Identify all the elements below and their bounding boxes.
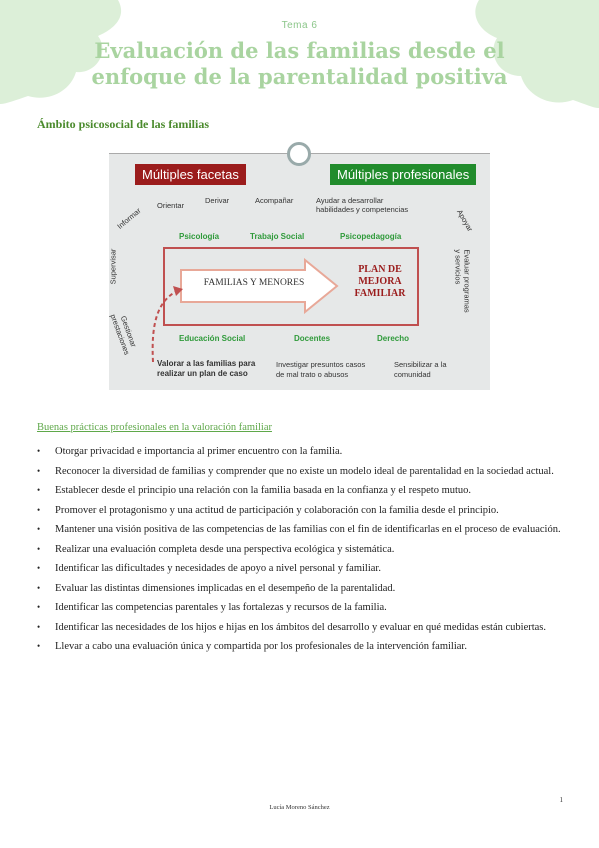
list-item: Identificar las dificultades y necesidad… [37, 559, 563, 579]
goal-investigar-line1: Investigar presuntos casos [276, 360, 366, 369]
facet-acompanar: Acompañar [255, 196, 294, 205]
subsection-title: Buenas prácticas profesionales en la val… [37, 422, 272, 433]
goal-sensibilizar-line2: comunidad [394, 370, 431, 379]
list-item: Llevar a cabo una evaluación única y com… [37, 637, 563, 657]
list-item: Reconocer la diversidad de familias y co… [37, 462, 563, 482]
page-number: 1 [559, 796, 564, 804]
practices-list: Otorgar privacidad e importancia al prim… [37, 442, 563, 657]
author-footer: Lucía Moreno Sánchez [269, 804, 330, 811]
title-line-1: Evaluación de las familias desde el [94, 38, 505, 63]
plan-line3: FAMILIAR [354, 288, 406, 299]
dashed-curve-arrow [151, 286, 183, 363]
goal-sensibilizar: Sensibilizar a la comunidad [394, 360, 447, 380]
list-item: Evaluar las distintas dimensiones implic… [37, 579, 563, 599]
psychosocial-diagram: Múltiples facetas Múltiples profesionale… [108, 142, 490, 390]
title-line-2: enfoque de la parentalidad positiva [91, 64, 508, 89]
list-item: Mantener una visión positiva de las comp… [37, 520, 563, 540]
facet-evaluar-line1: Evaluar programas [462, 249, 472, 313]
list-item: Identificar las necesidades de los hijos… [37, 618, 563, 638]
decorative-blob-right [475, 0, 599, 108]
plan-line2: MEJORA [358, 276, 402, 287]
list-item: Otorgar privacidad e importancia al prim… [37, 442, 563, 462]
goal-sensibilizar-line1: Sensibilizar a la [394, 360, 447, 369]
list-item: Identificar las competencias parentales … [37, 598, 563, 618]
facet-ayudar: Ayudar a desarrollar habilidades y compe… [316, 196, 408, 214]
list-item: Promover el protagonismo y una actitud d… [37, 501, 563, 521]
plan-de-mejora: PLAN DE MEJORA FAMILIAR [345, 264, 415, 300]
discipline-educacion-social: Educación Social [179, 334, 246, 343]
arrow-shape [180, 258, 339, 314]
facet-informar: Informar [115, 206, 143, 231]
diagram-connector-circle [287, 142, 311, 166]
goal-valorar: Valorar a las familias para realizar un … [157, 359, 255, 379]
section-title: Ámbito psicosocial de las familias [37, 117, 210, 131]
facet-ayudar-line2: habilidades y competencias [316, 205, 409, 214]
goal-valorar-line2: realizar un plan de caso [157, 369, 248, 378]
goal-valorar-line1: Valorar a las familias para [157, 359, 256, 368]
decorative-blob-left [0, 0, 122, 104]
discipline-trabajo-social: Trabajo Social [250, 232, 305, 241]
header-multiple-professionals: Múltiples profesionales [330, 164, 477, 185]
facet-apoyar: Apoyar [455, 207, 475, 234]
facet-evaluar: Evaluar programas y servicios [454, 249, 472, 312]
header-multiple-facets: Múltiples facetas [135, 164, 246, 185]
discipline-derecho: Derecho [377, 334, 410, 343]
facet-supervisar: Supervisar [108, 248, 118, 285]
page-title: Evaluación de las familias desde el enfo… [0, 38, 599, 90]
red-frame [163, 247, 419, 326]
list-item: Establecer desde el principio una relaci… [37, 481, 563, 501]
facet-derivar: Derivar [205, 196, 230, 205]
facet-orientar: Orientar [157, 201, 185, 210]
facet-ayudar-line1: Ayudar a desarrollar [316, 196, 384, 205]
facet-evaluar-line2: y servicios [453, 249, 463, 285]
topic-label: Tema 6 [281, 20, 318, 31]
discipline-docentes: Docentes [294, 334, 331, 343]
plan-line1: PLAN DE [358, 264, 402, 275]
list-item: Realizar una evaluación completa desde u… [37, 540, 563, 560]
discipline-psicologia: Psicología [179, 232, 220, 241]
discipline-psicopedagogia: Psicopedagogía [340, 232, 402, 241]
arrow-label: FAMILIAS Y MENORES [203, 278, 305, 288]
goal-investigar-line2: de mal trato o abusos [276, 370, 349, 379]
facet-gestionar: Gestionar prestaciones [109, 310, 140, 356]
goal-investigar: Investigar presuntos casos de mal trato … [276, 360, 365, 380]
